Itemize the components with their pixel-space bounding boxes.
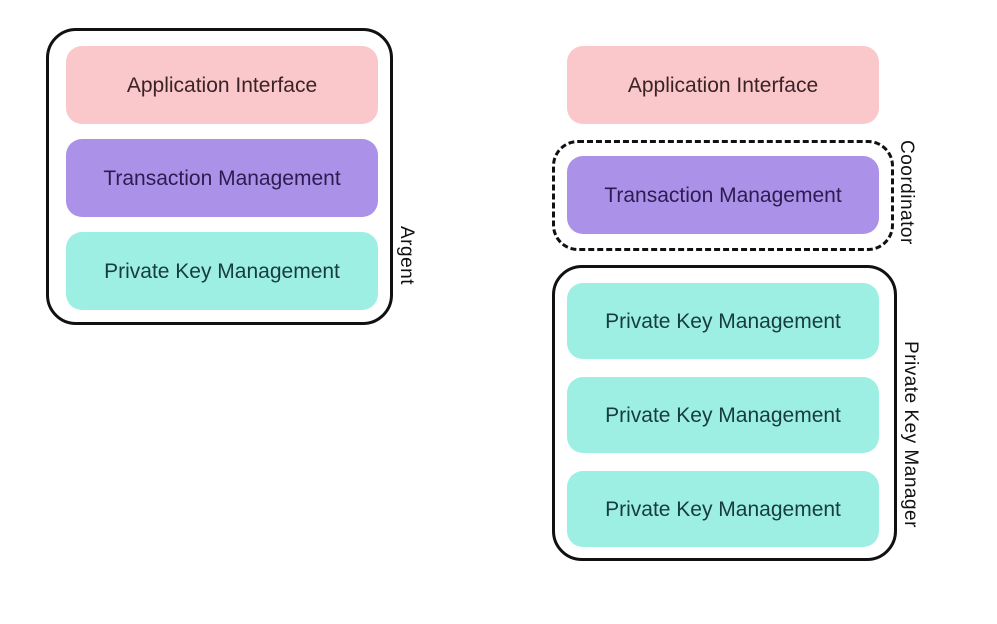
right-application-interface-box: Application Interface — [567, 46, 879, 124]
box-label: Transaction Management — [604, 183, 842, 207]
box-label: Transaction Management — [103, 166, 341, 190]
coordinator-transaction-management-box: Transaction Management — [567, 156, 879, 234]
box-label: Application Interface — [126, 73, 318, 97]
argent-private-key-management-box: Private Key Management — [66, 232, 378, 310]
box-label: Application Interface — [627, 73, 819, 97]
box-label: Private Key Management — [104, 259, 340, 283]
pkm-private-key-management-box-1: Private Key Management — [567, 283, 879, 359]
box-label: Private Key Management — [605, 403, 841, 427]
pkm-private-key-management-box-2: Private Key Management — [567, 377, 879, 453]
argent-application-interface-box: Application Interface — [66, 46, 378, 124]
private-key-manager-group-outline — [552, 265, 897, 561]
argent-group-label: Argent — [396, 226, 417, 285]
pkm-private-key-management-box-3: Private Key Management — [567, 471, 879, 547]
box-label: Private Key Management — [605, 309, 841, 333]
argent-group-outline — [46, 28, 393, 325]
coordinator-group-label: Coordinator — [896, 140, 917, 245]
argent-transaction-management-box: Transaction Management — [66, 139, 378, 217]
coordinator-group-outline — [552, 140, 894, 251]
private-key-manager-group-label: Private Key Manager — [900, 341, 921, 528]
box-label: Private Key Management — [605, 497, 841, 521]
